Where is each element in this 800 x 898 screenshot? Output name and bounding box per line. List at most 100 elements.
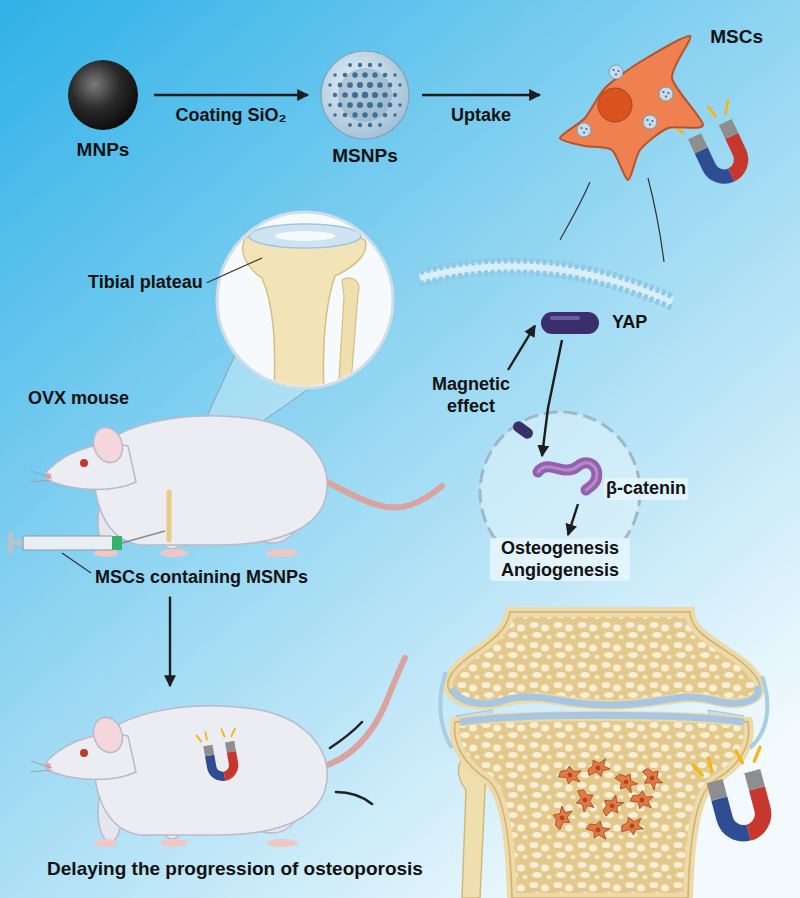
cell-body [560, 36, 703, 180]
pore-dot [372, 72, 377, 77]
pore-dot [377, 102, 383, 108]
tibia-zoom [243, 229, 366, 395]
knee-joint [440, 672, 767, 748]
pore-dot [615, 73, 617, 75]
syringe [122, 531, 165, 543]
pore-dot [333, 113, 337, 117]
nanoparticle-icon [62, 59, 144, 131]
nanoparticle-sphere: MNPs [62, 59, 144, 162]
node-text: Osteogenesis Angiogenesis [490, 538, 630, 581]
knee-joint [455, 716, 749, 898]
pore-dot [580, 127, 582, 129]
protein-shape: β-catenin [530, 452, 695, 506]
pore-dot [612, 69, 614, 71]
pore-dot [388, 103, 393, 108]
pore-dot [347, 102, 353, 108]
tibia-zoom [243, 224, 366, 395]
syringe [23, 536, 113, 550]
pore-dot [352, 72, 357, 77]
syringe [8, 532, 13, 554]
pore-dot [393, 93, 397, 97]
pore-dots [328, 63, 401, 127]
syringe [112, 536, 122, 550]
ovx-mouse [167, 492, 172, 540]
pore-dot [333, 93, 337, 97]
flow-arrow [542, 340, 562, 456]
pore-dot [398, 83, 401, 86]
coated-nanoparticle-sphere: MSNPs [318, 51, 412, 168]
stem-cell: MSCs [548, 24, 763, 182]
pore-dot [649, 123, 651, 125]
pore-dot [651, 120, 653, 122]
pore-dot [368, 123, 372, 127]
yap-highlight [550, 316, 580, 320]
pore-dot [357, 82, 363, 88]
outcome-text: Osteogenesis Angiogenesis [490, 538, 630, 581]
node-text: β-catenin [604, 478, 688, 500]
pore-dot [343, 73, 348, 78]
pore-dot [393, 73, 397, 77]
ovx-mouse [318, 478, 442, 507]
knee-joint [460, 715, 744, 722]
flow-arrow [154, 94, 308, 96]
pore-dot [665, 95, 667, 97]
internal-nanoparticle [609, 65, 623, 79]
pore-dot [372, 92, 378, 98]
knee-joint [549, 804, 576, 832]
knee-joint [620, 815, 645, 837]
cell-nucleus [598, 88, 632, 122]
pore-dot [393, 113, 397, 117]
catenin-icon [530, 452, 610, 506]
internal-nanoparticle [659, 87, 673, 101]
pore-dot [328, 83, 331, 86]
pore-dot [367, 82, 373, 88]
pore-dot [357, 102, 363, 108]
pore-dot [348, 123, 352, 127]
leader-line [207, 258, 262, 283]
mouse-region: Delaying the progression of osteoporosis [15, 690, 455, 885]
tibia-zoom [249, 224, 361, 248]
pore-dot [662, 91, 664, 93]
pore-dot [583, 131, 585, 133]
pore-dot [398, 103, 401, 106]
pore-dot [358, 63, 362, 67]
treated-mouse [330, 722, 372, 804]
node-text: MSCs containing MSNPs [95, 567, 308, 589]
pore-dot [667, 92, 669, 94]
pore-dot [352, 112, 357, 117]
pore-dot [372, 112, 377, 117]
catenin-highlight [538, 463, 597, 490]
pore-dot [378, 123, 382, 127]
knee-joint [612, 768, 640, 796]
knee-joint [452, 686, 758, 705]
knee-joint [448, 612, 760, 705]
magnetic-core [338, 68, 392, 122]
pore-dot [377, 82, 383, 88]
pore-dot [333, 73, 337, 77]
pore-dot [383, 73, 388, 78]
node-text: Delaying the progression of osteoporosis [15, 858, 455, 881]
process-text: Magnetic effect [420, 374, 522, 417]
pore-dot [348, 63, 352, 67]
flow-arrow [169, 597, 171, 686]
pore-dot [358, 123, 362, 127]
flow-arrow [508, 326, 535, 370]
silica-shell [321, 51, 409, 139]
treated-mouse [30, 706, 327, 847]
knee-joint [638, 764, 665, 792]
node-text: YAP [612, 312, 647, 334]
knee-joint [558, 764, 583, 786]
pore-dot [378, 63, 382, 67]
node-text: Magnetic effect [420, 374, 522, 417]
cell-membrane [420, 272, 672, 308]
protein-pill: YAP [540, 310, 658, 336]
knee-joint [629, 788, 655, 811]
syringe [13, 540, 23, 546]
knee-joint [448, 612, 760, 705]
pore-dot [382, 92, 388, 98]
internal-nanoparticle [577, 123, 591, 137]
zoom-line [560, 178, 664, 262]
